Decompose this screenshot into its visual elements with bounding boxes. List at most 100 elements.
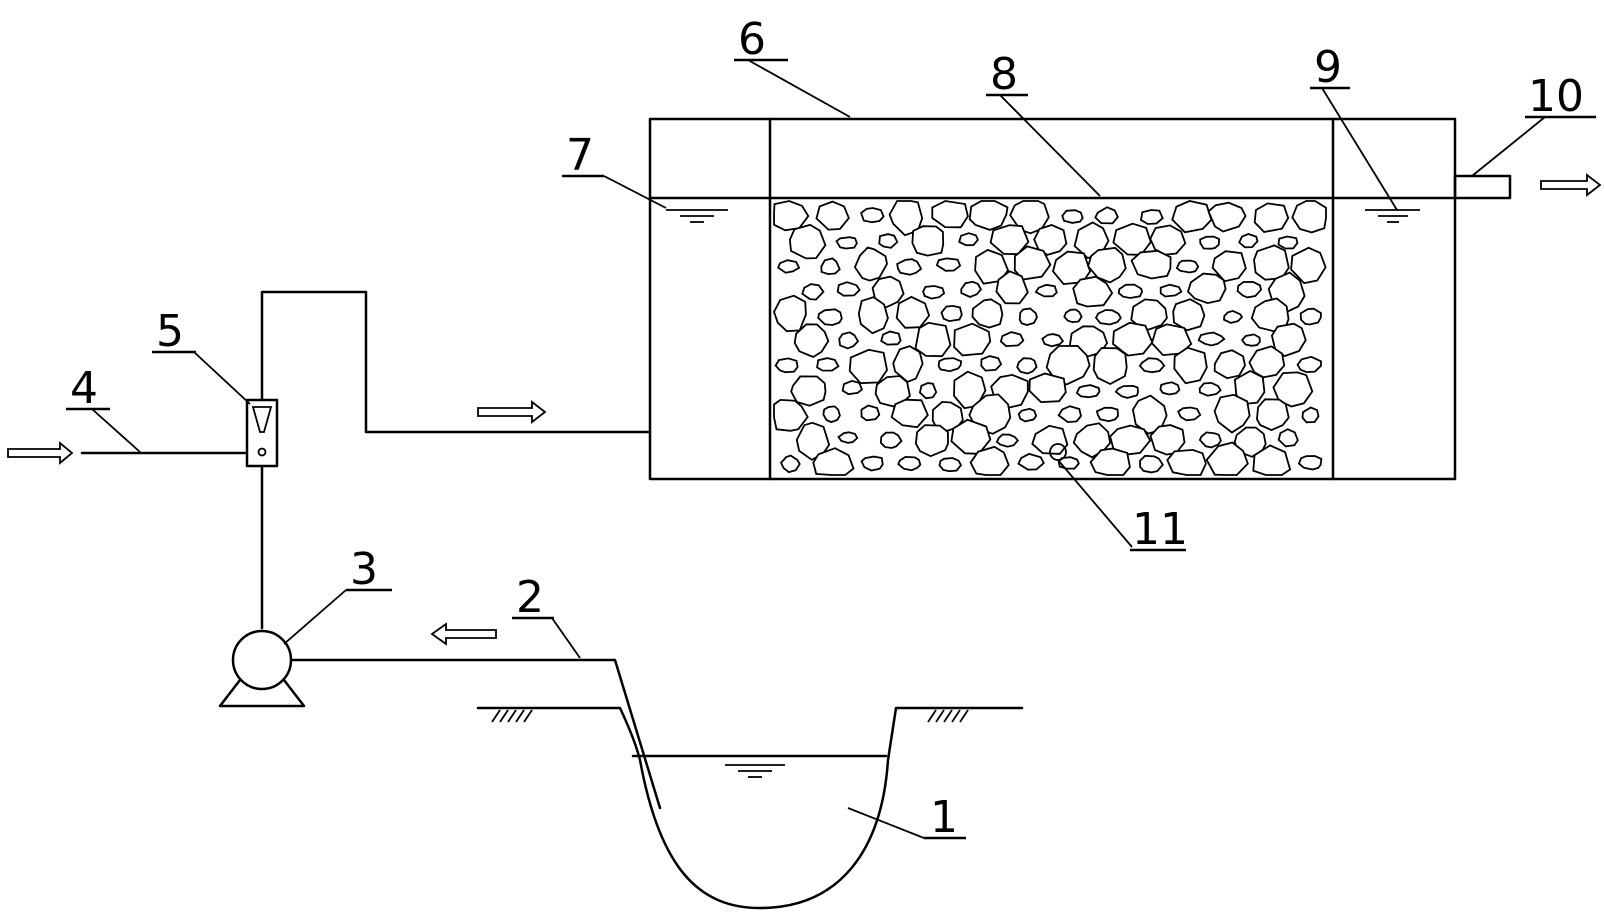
- rock: [815, 200, 850, 231]
- rock: [1117, 283, 1143, 299]
- rock: [1016, 357, 1038, 375]
- rock: [953, 322, 992, 357]
- rock: [860, 455, 884, 472]
- rock: [999, 331, 1025, 348]
- rock: [897, 455, 922, 472]
- rock: [1166, 448, 1207, 476]
- rock: [1159, 283, 1183, 298]
- rock: [880, 330, 902, 346]
- rock: [1114, 384, 1139, 399]
- flow-arrow-icon: [1540, 173, 1602, 197]
- rock: [958, 232, 979, 247]
- pond-bank: [476, 706, 1024, 910]
- rock: [1173, 346, 1208, 385]
- rock: [817, 308, 843, 326]
- flow-arrow-icon: [7, 441, 74, 465]
- rock: [1028, 372, 1067, 404]
- label-suction-pipe: 2: [516, 572, 544, 623]
- rock: [989, 224, 1030, 256]
- label-dosing-line: 4: [70, 363, 98, 414]
- pump-icon: [218, 629, 306, 708]
- rock: [1233, 369, 1266, 406]
- rock: [773, 294, 807, 333]
- rock: [1045, 344, 1091, 386]
- rock: [801, 283, 825, 301]
- rock: [1112, 321, 1154, 357]
- rock: [1252, 444, 1292, 476]
- rock: [790, 375, 827, 407]
- rock: [1139, 454, 1164, 474]
- rock: [857, 296, 889, 335]
- rock: [1017, 407, 1038, 423]
- rock: [812, 447, 855, 476]
- rock: [1149, 224, 1187, 256]
- rock: [971, 298, 1004, 329]
- rock: [1213, 349, 1246, 380]
- rock: [935, 257, 962, 272]
- rock: [816, 357, 840, 372]
- rock: [1031, 424, 1069, 455]
- rock: [969, 445, 1010, 476]
- rock: [1087, 246, 1127, 284]
- label-outlet-chamber: 9: [1314, 42, 1342, 93]
- rock: [1092, 347, 1128, 386]
- rock: [1296, 355, 1322, 374]
- rock: [822, 405, 841, 424]
- rock: [1291, 200, 1327, 234]
- rock: [1211, 250, 1247, 283]
- rock: [1095, 406, 1119, 423]
- rock: [773, 398, 809, 432]
- label-pump: 3: [350, 544, 378, 595]
- rock: [1277, 428, 1299, 448]
- rock: [931, 400, 964, 432]
- flowmeter-icon: [245, 398, 279, 468]
- rock: [890, 398, 929, 429]
- rock: [918, 382, 938, 400]
- ground-icon: [927, 709, 969, 723]
- rock: [853, 246, 888, 282]
- rock: [871, 275, 905, 309]
- label-underlines: [66, 58, 1596, 840]
- water-level-icon: [666, 209, 728, 223]
- rock: [860, 404, 881, 422]
- rock: [1248, 345, 1286, 379]
- suction-pipe: [288, 658, 662, 810]
- rock: [1094, 309, 1122, 326]
- rock: [938, 457, 963, 473]
- rock: [1197, 331, 1226, 347]
- rock: [1041, 333, 1065, 348]
- label-inlet-chamber: 7: [566, 130, 594, 181]
- rock: [1177, 406, 1202, 422]
- rock: [1130, 298, 1168, 331]
- outlet-pipe: [1453, 174, 1512, 200]
- ground-icon: [491, 709, 533, 723]
- flow-arrow-icon: [430, 622, 497, 646]
- label-pond: 1: [930, 792, 958, 843]
- rock: [1057, 405, 1082, 424]
- rock: [836, 281, 861, 297]
- rock: [1198, 381, 1222, 397]
- rock: [1130, 249, 1172, 280]
- rock: [848, 348, 888, 385]
- rock: [1072, 275, 1114, 308]
- label-aeration-point: 11: [1132, 504, 1188, 555]
- pond: [476, 706, 1024, 910]
- treatment-tank: [648, 117, 1512, 481]
- label-tank: 6: [738, 14, 766, 65]
- rock: [1017, 452, 1045, 471]
- rock: [841, 379, 863, 396]
- rock: [1140, 209, 1164, 225]
- rock: [1297, 455, 1323, 471]
- rock: [1301, 406, 1320, 424]
- rock: [1033, 224, 1068, 256]
- rock: [1061, 209, 1084, 224]
- rock: [1255, 398, 1290, 432]
- rock: [1138, 357, 1166, 374]
- label-outlet-pipe: 10: [1528, 71, 1584, 122]
- rock: [1299, 307, 1322, 326]
- rock: [837, 431, 859, 444]
- rock: [1018, 307, 1038, 326]
- rock: [1272, 371, 1314, 408]
- rock: [1223, 309, 1244, 324]
- rock: [931, 200, 969, 229]
